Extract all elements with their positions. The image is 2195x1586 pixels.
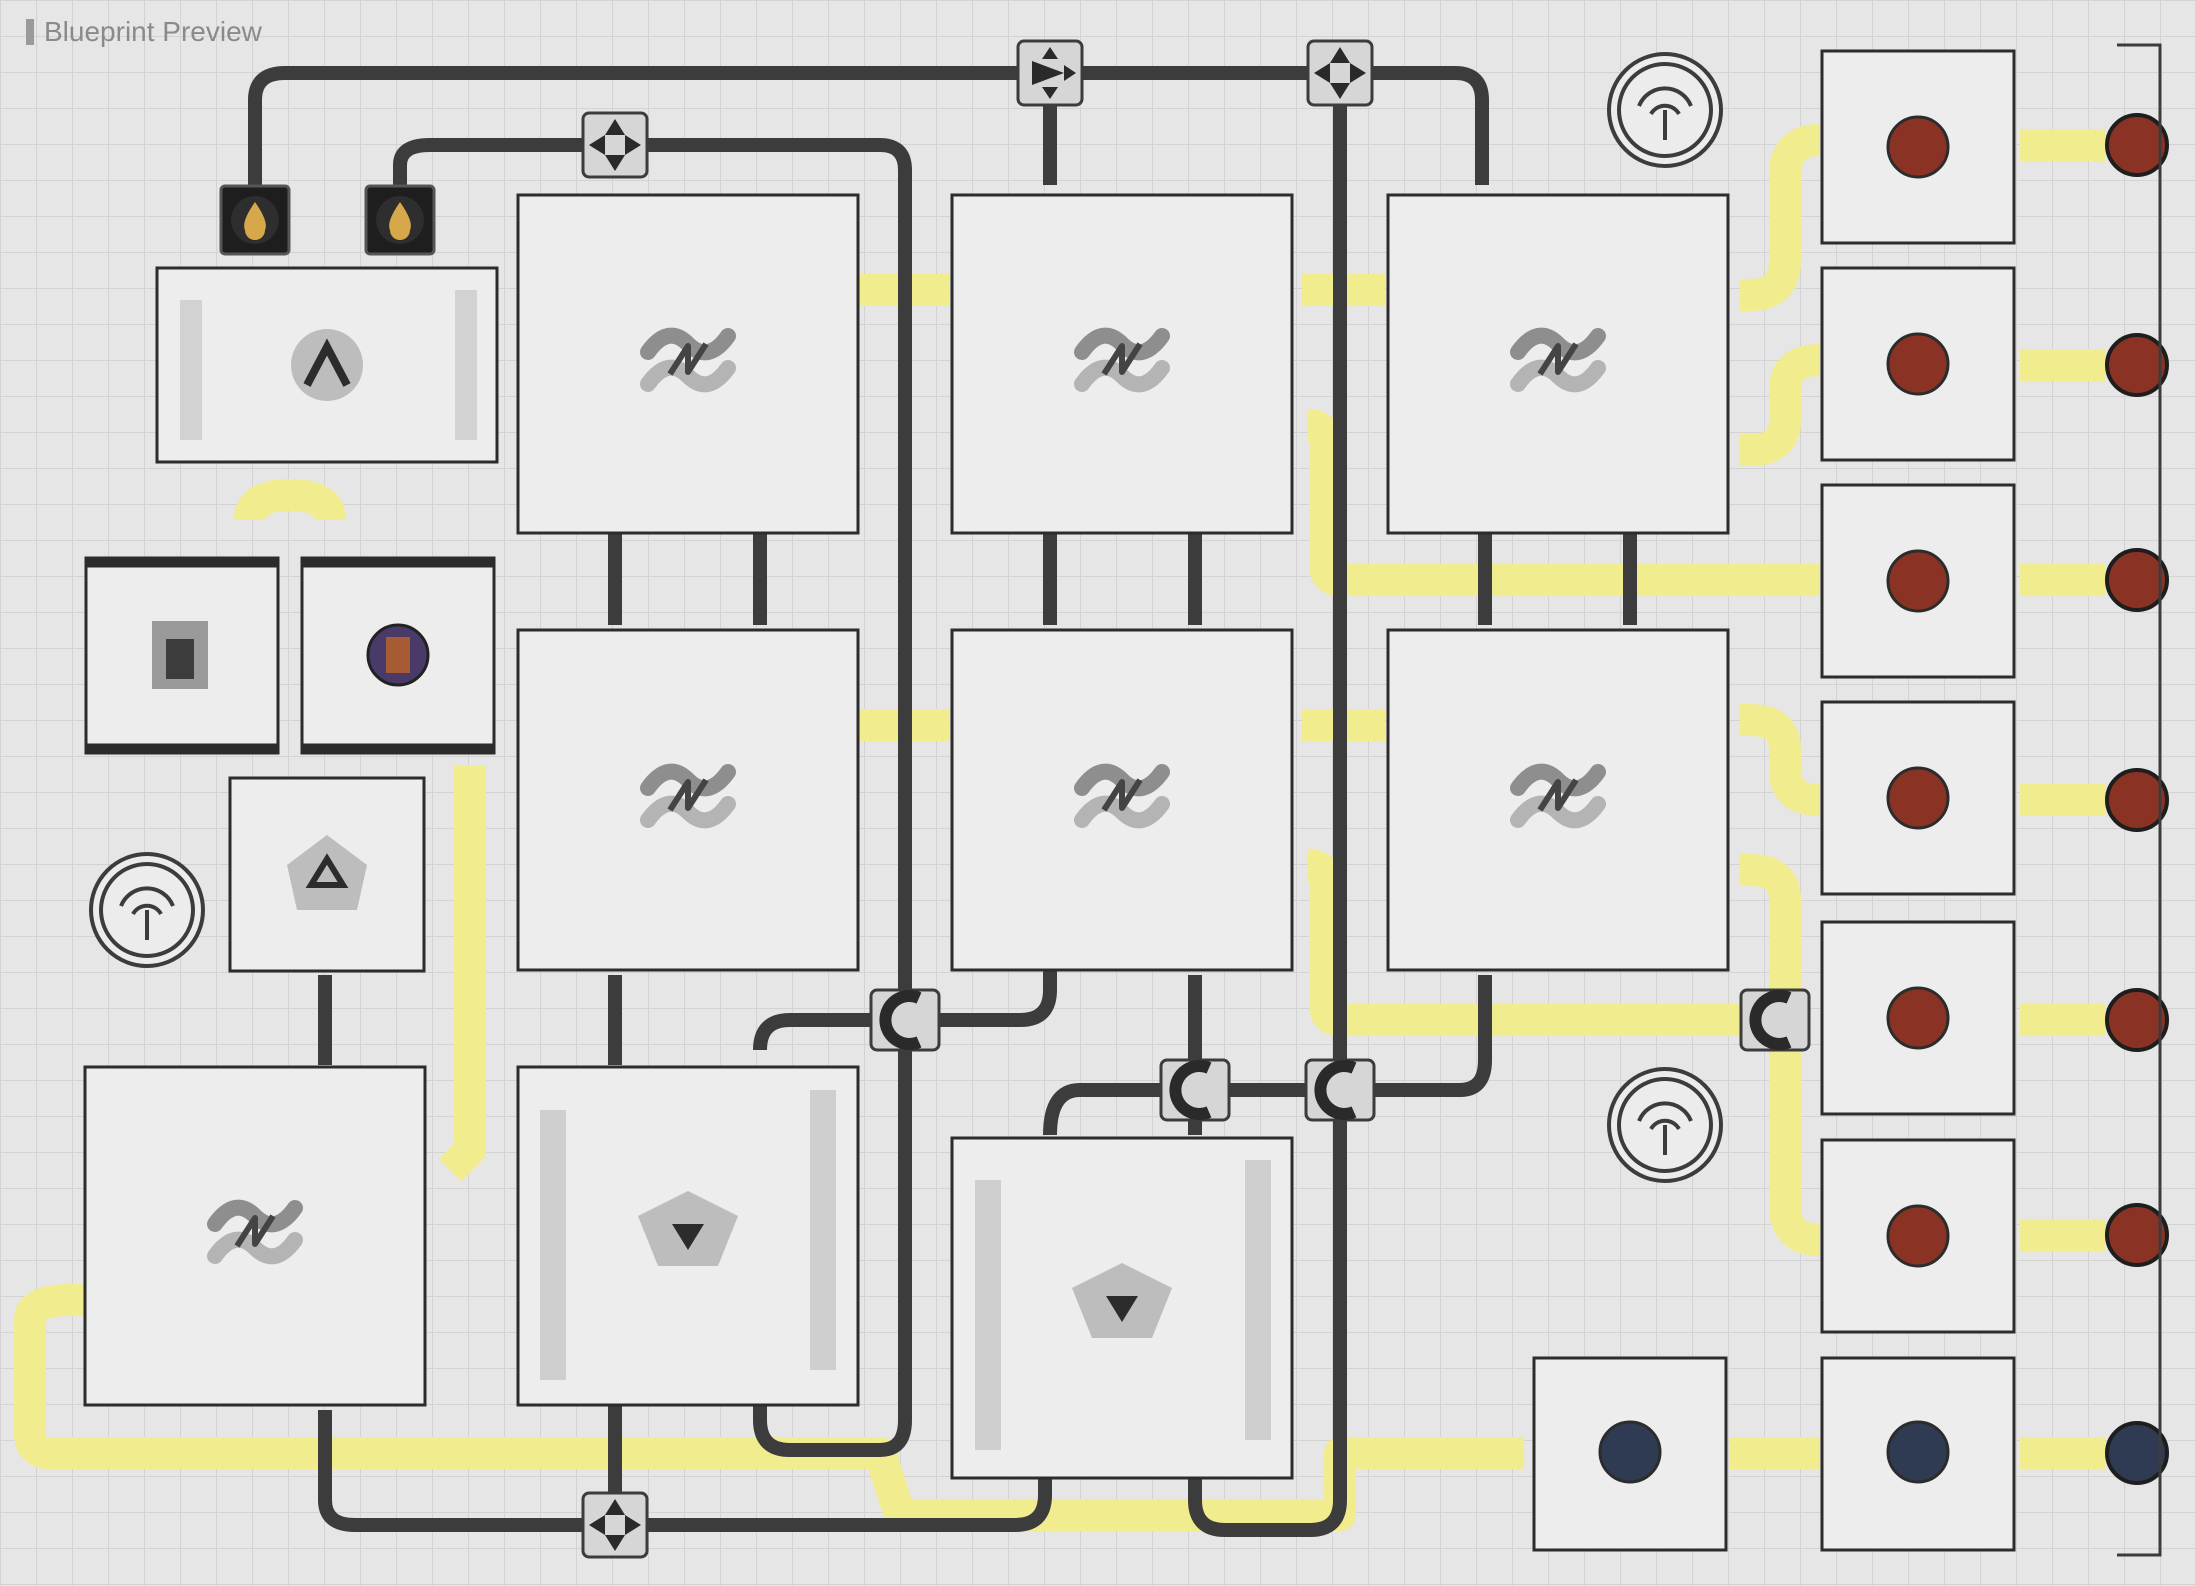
fuel-drop-icon (244, 202, 266, 240)
blueprint-title: Blueprint Preview (44, 16, 262, 47)
grinder-icon (638, 1191, 738, 1266)
yellow-belt-main-bottom[interactable] (14, 1284, 1524, 1531)
splitter-top-1[interactable] (581, 111, 649, 179)
refiner-r1c3[interactable] (1386, 193, 1730, 535)
bridge-1[interactable] (869, 988, 941, 1052)
refiner-r2c3[interactable] (1386, 628, 1730, 972)
drill-1[interactable] (1820, 49, 2016, 245)
dark-belt-top[interactable] (248, 66, 1489, 185)
ore-icon (1886, 766, 1950, 830)
dark-belt-top2[interactable] (393, 138, 912, 1457)
splitter-bottom[interactable] (581, 1491, 649, 1559)
hub-machine[interactable] (155, 266, 499, 464)
ore-icon (1886, 1420, 1950, 1484)
grinder-1[interactable] (516, 1065, 860, 1407)
drill-3[interactable] (1820, 483, 2016, 679)
bridge-4[interactable] (1739, 988, 1811, 1052)
yellow-belt-left-up[interactable] (438, 765, 486, 1182)
refiner-r1c2[interactable] (950, 193, 1294, 535)
drill-7[interactable] (1820, 1356, 2016, 1552)
storage-icon (152, 621, 208, 689)
ore-node-6[interactable] (2105, 1203, 2169, 1267)
drill-5[interactable] (1820, 920, 2016, 1116)
filler-machine[interactable] (300, 556, 496, 755)
dark-belt-mid-1[interactable] (753, 970, 1057, 1051)
drill-4[interactable] (1820, 700, 2016, 896)
dark-belt-drop-2[interactable] (1188, 73, 1347, 1537)
ore-node-3[interactable] (2105, 548, 2169, 612)
packer-machine[interactable] (228, 776, 426, 973)
ore-node-4[interactable] (2105, 768, 2169, 832)
relay-tower-icon[interactable] (1607, 52, 1723, 168)
drill-2[interactable] (1820, 266, 2016, 462)
grinder-icon (1072, 1263, 1172, 1338)
dark-belt-bottom[interactable] (318, 1410, 1052, 1532)
ore-node-2[interactable] (2105, 333, 2169, 397)
ore-icon (1886, 1204, 1950, 1268)
splitter-top-2[interactable] (1016, 39, 1084, 107)
storage-machine[interactable] (84, 556, 280, 755)
blueprint-header: Blueprint Preview (26, 14, 262, 50)
bridge-3[interactable] (1304, 1058, 1376, 1122)
ore-icon (1886, 549, 1950, 613)
refiner-r2c2[interactable] (950, 628, 1294, 972)
refiner-r2c1[interactable] (516, 628, 860, 972)
ore-icon (1886, 115, 1950, 179)
refiner-r1c1[interactable] (516, 193, 860, 535)
dark-belt-mid-2[interactable] (1043, 975, 1492, 1136)
yellow-belt-right-1[interactable] (1734, 124, 1822, 311)
drill-8[interactable] (1532, 1356, 1728, 1552)
ore-icon (1886, 332, 1950, 396)
grinder-2[interactable] (950, 1136, 1294, 1480)
yellow-belt-left-loop[interactable] (234, 479, 346, 522)
fuel-input-2[interactable] (364, 184, 436, 256)
refiner-bottom-left[interactable] (83, 1065, 427, 1407)
header-accent (26, 19, 34, 45)
bridge-2[interactable] (1159, 1058, 1231, 1122)
yellow-belt-right-4[interactable] (1734, 704, 1821, 816)
yellow-belt-right-5[interactable] (1734, 854, 1822, 1256)
ore-icon (1598, 1420, 1662, 1484)
ore-node-5[interactable] (2105, 988, 2169, 1052)
relay-tower-icon[interactable] (1607, 1067, 1723, 1183)
filler-icon (366, 623, 430, 687)
packer-icon (287, 835, 367, 910)
yellow-belt-right-2[interactable] (1734, 344, 1821, 466)
fuel-input-1[interactable] (219, 184, 291, 256)
drill-6[interactable] (1820, 1138, 2016, 1334)
ore-node-7[interactable] (2105, 1421, 2169, 1485)
relay-tower-icon[interactable] (89, 852, 205, 968)
fuel-drop-icon (389, 202, 411, 240)
splitter-top-3[interactable] (1306, 39, 1374, 107)
ore-icon (1886, 986, 1950, 1050)
hub-icon (291, 329, 363, 401)
ore-node-1[interactable] (2105, 113, 2169, 177)
edge-rail (2117, 43, 2162, 1557)
